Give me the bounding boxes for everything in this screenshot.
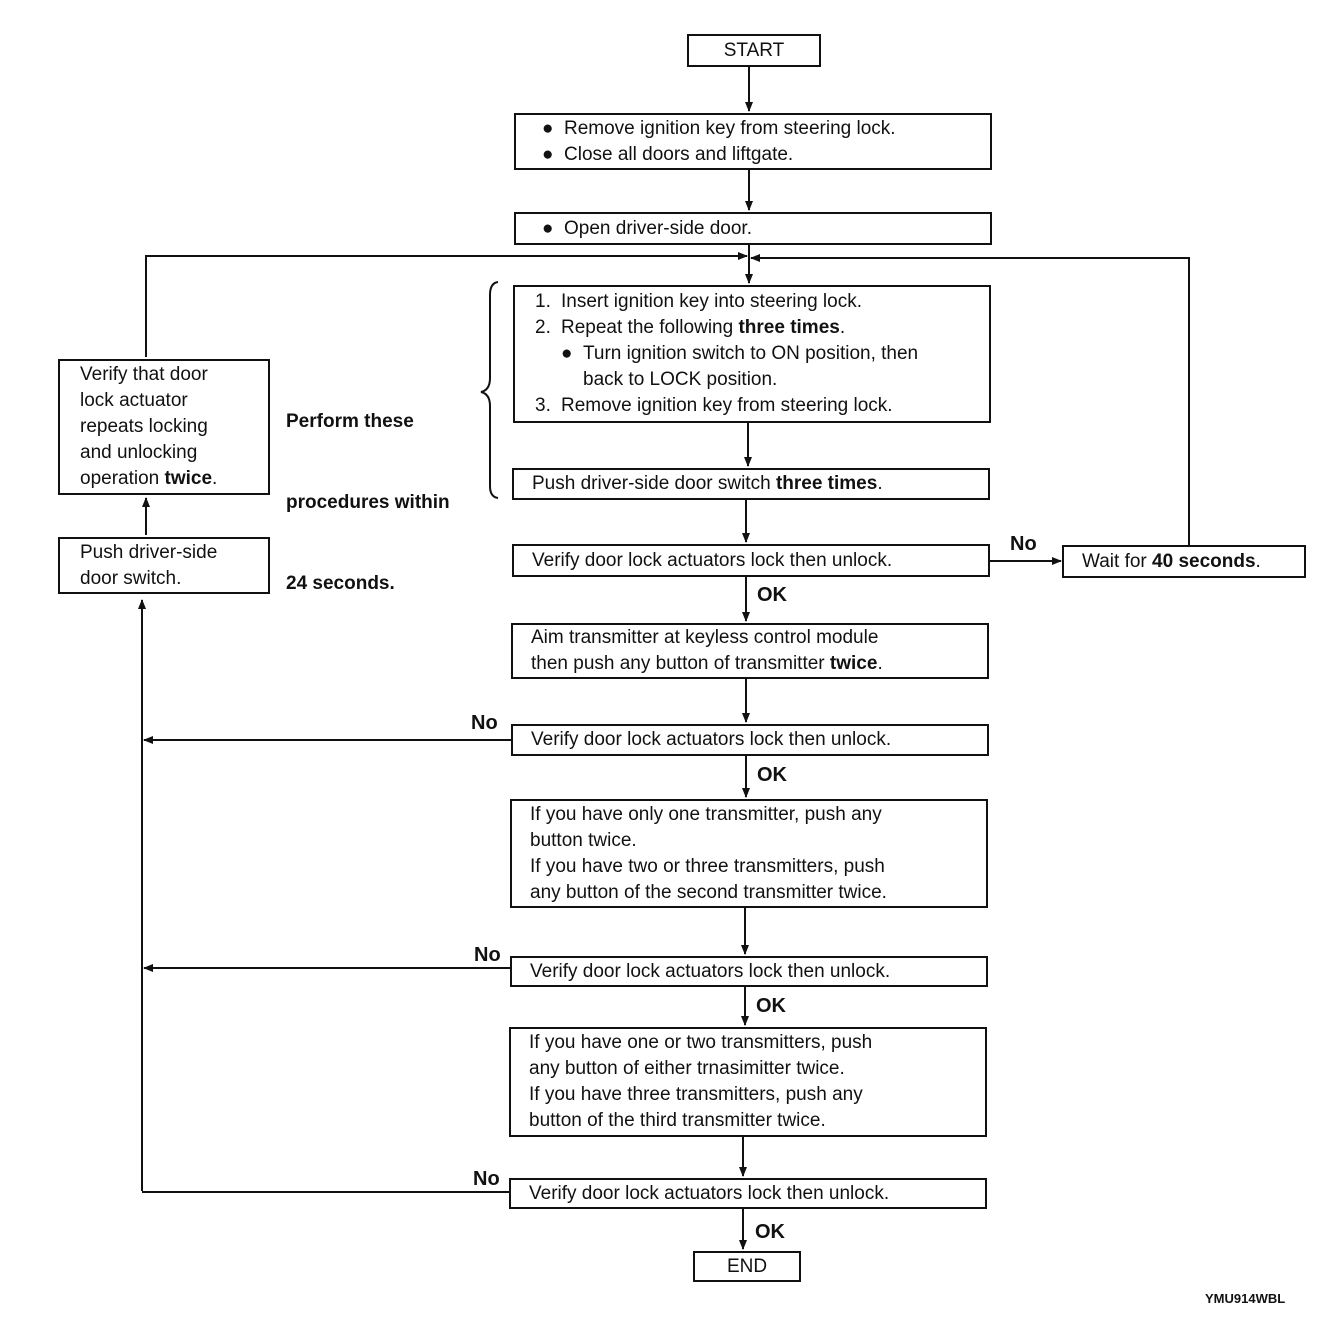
ok-label-3: OK [756,995,786,1017]
procedure-subitem: ●Turn ignition switch to ON position, th… [561,343,919,364]
aim-transmitter-box: Aim transmitter at keyless control modul… [511,623,989,679]
no-label-2: No [471,712,498,734]
verify-box-1: Verify door lock actuators lock then unl… [512,544,990,577]
step1-item-1: ●Close all doors and liftgate. [542,143,794,165]
no-label-1: No [1010,533,1037,555]
start-label: START [723,39,785,61]
step1-box: ●Remove ignition key from steering lock.… [514,113,992,170]
third-transmitter-box: If you have one or two transmitters, pus… [509,1027,987,1137]
no-label-4: No [473,1168,500,1190]
wait-box: Wait for 40 seconds. [1062,545,1306,578]
ok-label-1: OK [757,584,787,606]
loop-wait-back [750,254,1190,545]
reference-code: YMU914WBL [1205,1291,1286,1306]
second-transmitter-box: If you have only one transmitter, push a… [510,799,988,908]
ok-label-2: OK [757,764,787,786]
push-door-switch-box: Push driver-side door switch. [58,537,270,594]
start-box: START [687,34,821,67]
no-label-3: No [474,944,501,966]
step1-item-0: ●Remove ignition key from steering lock. [542,117,896,139]
end-box: END [693,1251,801,1282]
verify-box-4: Verify door lock actuators lock then unl… [509,1178,987,1209]
ok-label-4: OK [755,1221,785,1243]
verify-twice-box: Verify that door lock actuator repeats l… [58,359,270,495]
end-label: END [726,1255,768,1277]
procedure-item-1: 1.Insert ignition key into steering lock… [535,291,862,312]
time-limit-note: Perform these procedures within 24 secon… [286,411,450,594]
push-three-times-box: Push driver-side door switch three times… [512,468,990,500]
procedure-box: 1.Insert ignition key into steering lock… [513,285,991,423]
procedure-item-2: 2.Repeat the following three times. [535,317,846,338]
step2-box: ●Open driver-side door. [514,212,992,245]
brace [480,281,499,499]
loop-side-back [145,252,748,357]
verify-box-2: Verify door lock actuators lock then unl… [511,724,989,756]
verify-box-3: Verify door lock actuators lock then unl… [510,956,988,987]
procedure-item-3: 3.Remove ignition key from steering lock… [535,395,893,416]
step2-item-0: ●Open driver-side door. [542,217,752,239]
procedure-subitem-cont: back to LOCK position. [583,369,778,390]
